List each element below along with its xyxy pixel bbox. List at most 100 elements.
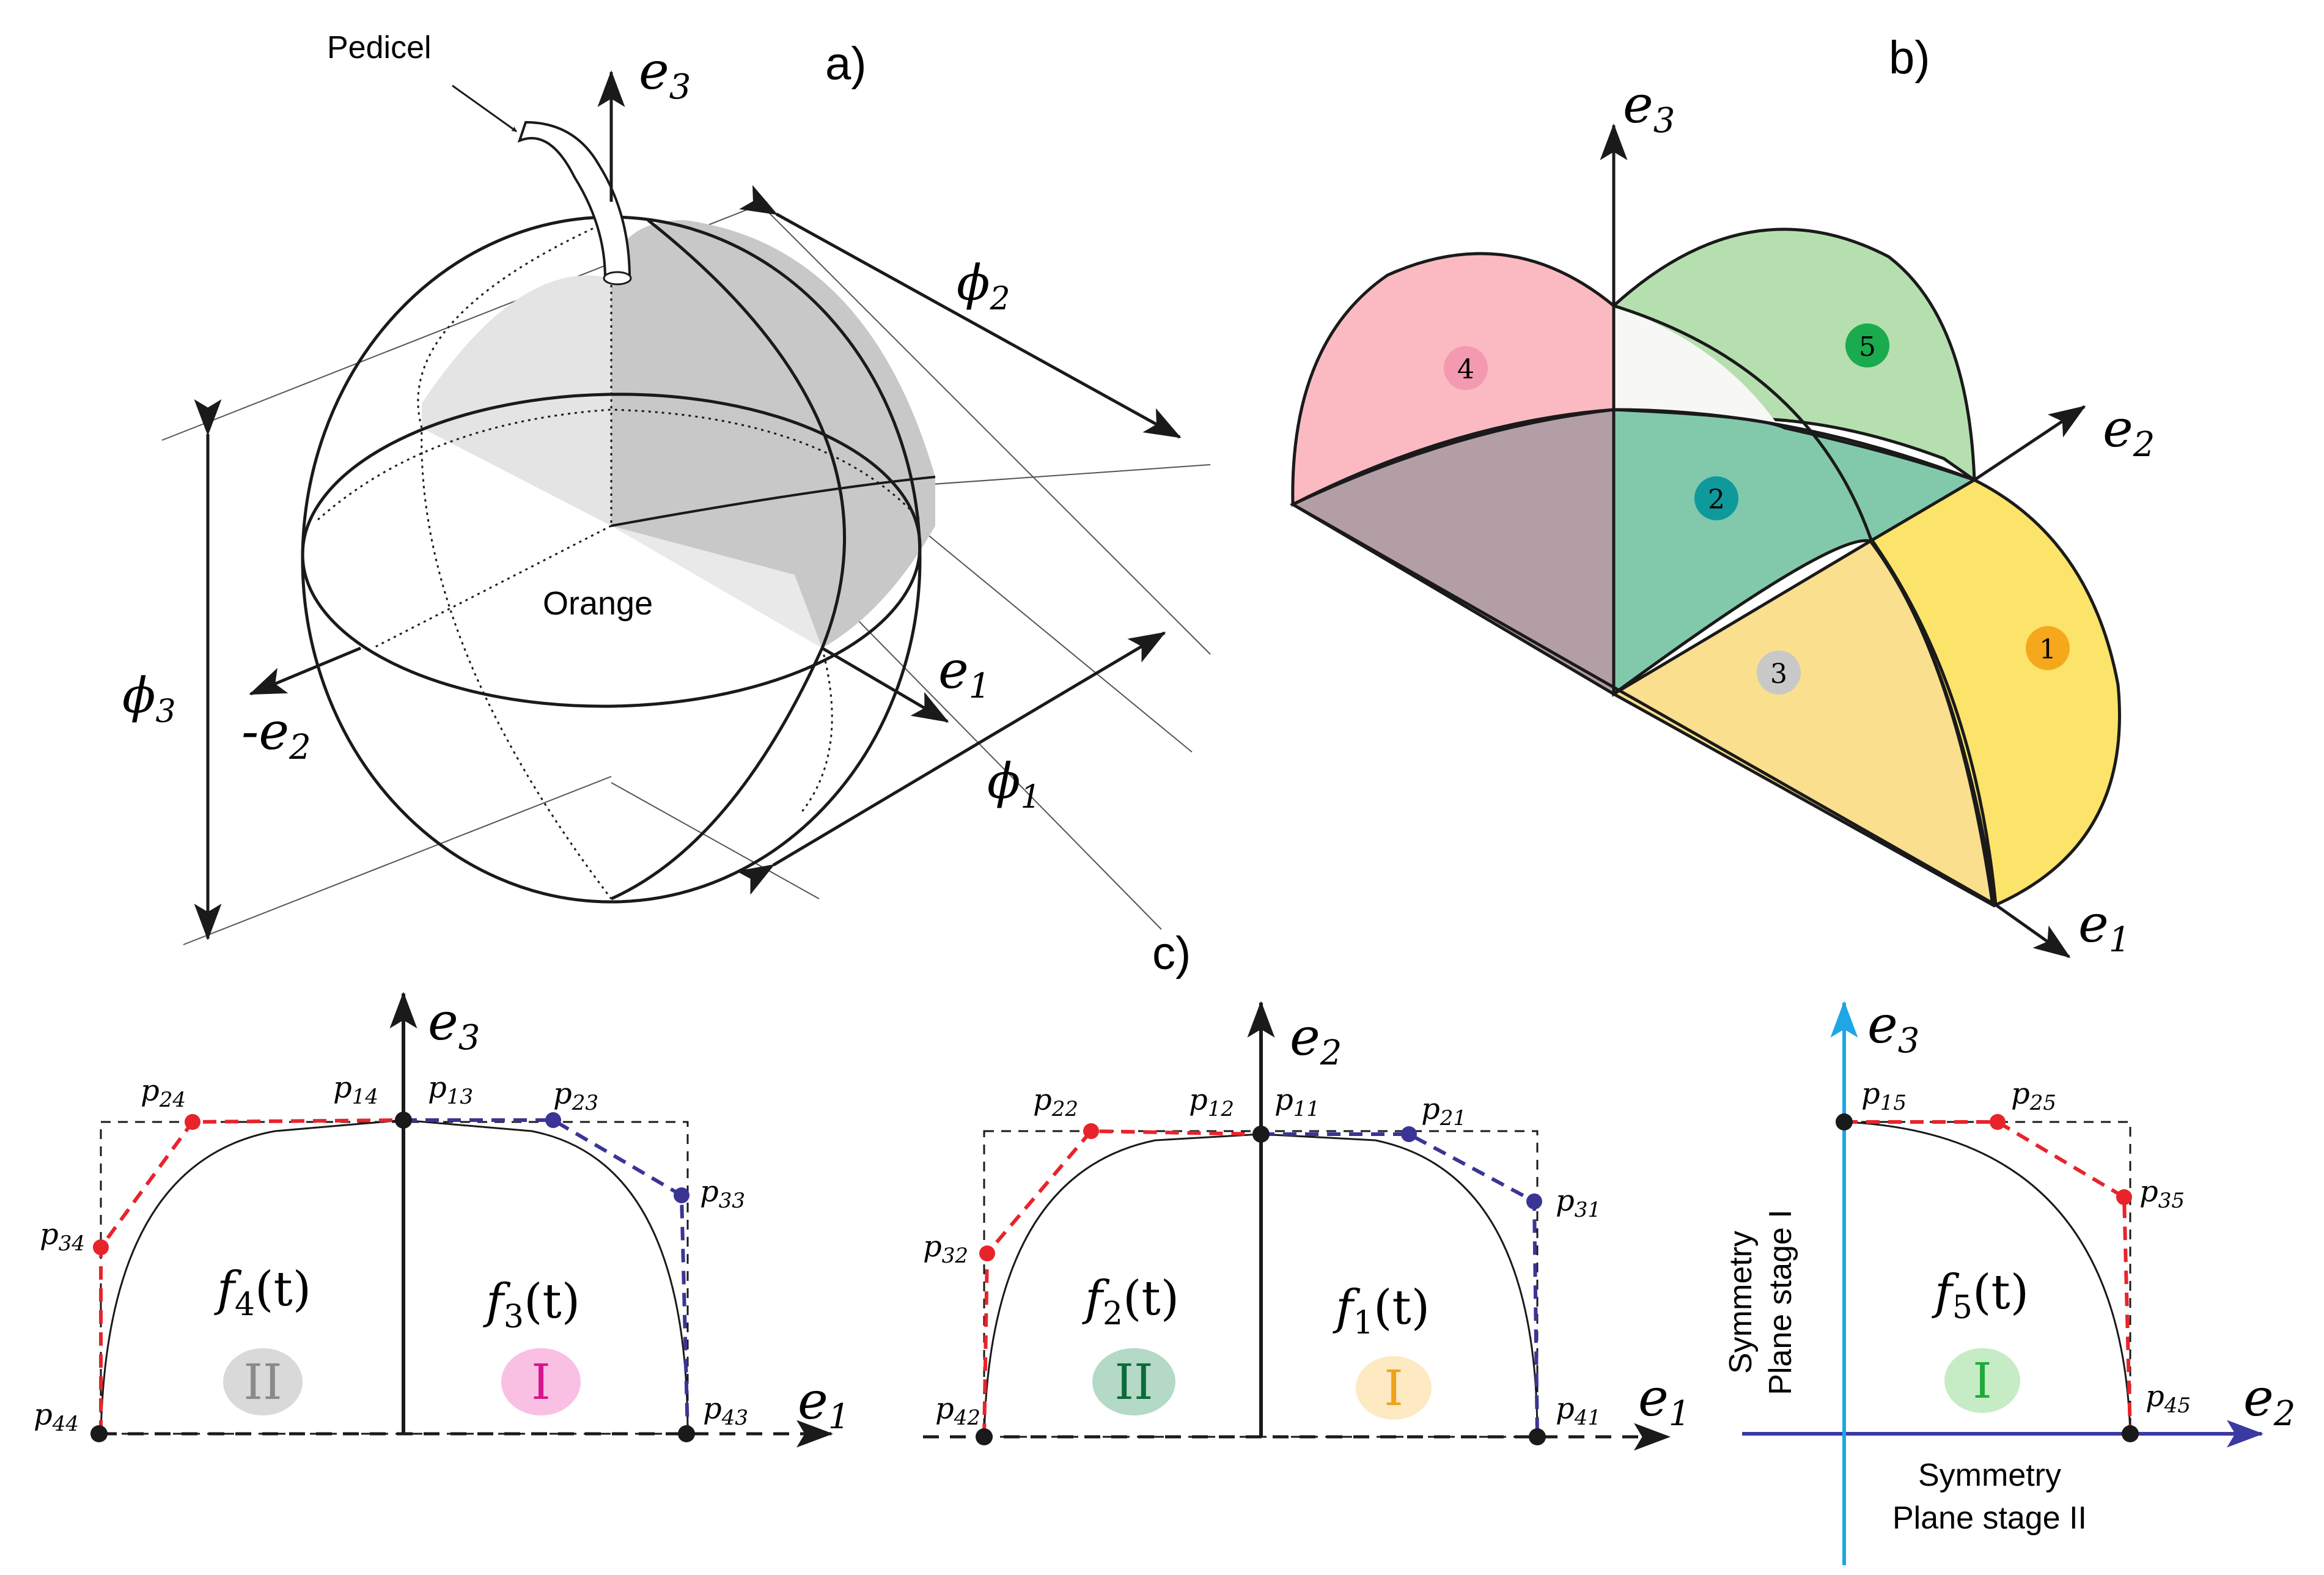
- pedicel-pointer: [452, 84, 517, 133]
- plot-2: II I f2(t) f1(t) e2 e1 p12 p11 p22 p21 p…: [923, 1001, 1691, 1451]
- svg-text:f5(t): f5(t): [1932, 1265, 2029, 1326]
- marker-3: [1757, 651, 1801, 695]
- plot2-stage-right: I: [1384, 1360, 1403, 1417]
- axis-a-e1: [821, 646, 949, 723]
- plot2-stage-right-badge: [1356, 1356, 1432, 1420]
- svg-text:e1: e1: [798, 1371, 850, 1437]
- phi1-sub: 1: [1021, 779, 1041, 816]
- plot1-stage-left: II: [243, 1354, 282, 1411]
- plot2-stage-left-badge: [1092, 1348, 1175, 1415]
- orange-label: Orange: [543, 585, 653, 622]
- p12-sub: 12: [1208, 1097, 1234, 1121]
- p42-sub: 42: [954, 1406, 980, 1430]
- axis-b-e1: [1995, 903, 2071, 959]
- plot3-f-arg: (t): [1973, 1265, 2029, 1320]
- plot1-axis-v-label: e: [428, 992, 458, 1052]
- svg-text:p25: p25: [2011, 1077, 2056, 1115]
- shade-light: [422, 275, 611, 526]
- p21: p: [1421, 1092, 1440, 1126]
- plot1-fl-arg: (t): [255, 1262, 311, 1317]
- marker-1: [2026, 626, 2070, 670]
- plot3-axis-h-sub: 2: [2273, 1394, 2296, 1434]
- marker-5: [1845, 323, 1889, 367]
- a-e3: e: [639, 41, 669, 101]
- plot1-stage-left-badge: [223, 1348, 303, 1415]
- p42: p: [935, 1392, 954, 1426]
- a-neg-e2: -e: [241, 701, 289, 761]
- svg-text:p22: p22: [1033, 1083, 1078, 1121]
- svg-text:e3: e3: [639, 41, 691, 107]
- p11-sub: 11: [1293, 1097, 1320, 1121]
- p13-sub: 13: [447, 1085, 473, 1109]
- plot1-stage-right-badge: [501, 1348, 581, 1415]
- p15: p: [1861, 1077, 1880, 1111]
- p23-sub: 23: [572, 1091, 598, 1115]
- svg-text:p33: p33: [700, 1175, 745, 1213]
- svg-text:p11: p11: [1274, 1083, 1320, 1121]
- p32: p: [923, 1230, 942, 1264]
- p35: p: [2139, 1175, 2158, 1209]
- plot2-fl-sub: 2: [1103, 1296, 1123, 1332]
- p43-sub: 43: [721, 1406, 748, 1430]
- plot3-axis-v-label: e: [1867, 995, 1898, 1055]
- p41-sub: 41: [1574, 1406, 1601, 1430]
- b-e1: e: [2078, 894, 2109, 954]
- p45-sub: 45: [2164, 1393, 2191, 1418]
- p11: p: [1274, 1083, 1293, 1117]
- region-5: [1612, 227, 1976, 483]
- svg-text:p42: p42: [935, 1392, 980, 1430]
- b-e2-sub: 2: [2133, 425, 2155, 465]
- p14-sub: 14: [352, 1085, 378, 1109]
- p43: p: [703, 1392, 722, 1426]
- plot1-axis-h-sub: 1: [828, 1397, 850, 1437]
- marker-4: [1444, 346, 1488, 390]
- svg-text:p23: p23: [553, 1077, 598, 1115]
- p12: p: [1189, 1083, 1208, 1117]
- panel-c-label: c): [1152, 928, 1191, 979]
- plot2-axis-h-sub: 1: [1669, 1394, 1691, 1434]
- plot2-axis-v-sub: 2: [1320, 1033, 1342, 1073]
- svg-text:f4(t): f4(t): [214, 1262, 311, 1323]
- svg-text:p44: p44: [34, 1398, 79, 1436]
- a-e1: e: [938, 640, 969, 700]
- phi3-sub: 3: [156, 693, 176, 730]
- p23: p: [553, 1077, 572, 1111]
- region-1: [1868, 478, 2121, 907]
- p22-sub: 22: [1051, 1097, 1078, 1121]
- plot1-axis-h-label: e: [798, 1371, 828, 1431]
- svg-text:f1(t): f1(t): [1333, 1280, 1430, 1341]
- svg-text:p32: p32: [923, 1230, 968, 1268]
- svg-text:e2: e2: [1290, 1007, 1342, 1073]
- p33-sub: 33: [719, 1189, 745, 1213]
- dim-phi1: [736, 631, 1166, 895]
- plot1-fr-arg: (t): [524, 1274, 580, 1329]
- marker-5-num: 5: [1859, 331, 1876, 363]
- plot-1: II I f4(t) f3(t) e3 e1 p14 p13 p24 p23 p…: [34, 992, 850, 1448]
- sym2-line1: Symmetry: [1918, 1458, 2061, 1493]
- marker-2-num: 2: [1708, 484, 1725, 515]
- svg-text:e1: e1: [938, 640, 990, 706]
- p24: p: [141, 1074, 160, 1108]
- pedicel-label: Pedicel: [327, 30, 432, 65]
- phi2-label: ϕ: [957, 254, 990, 311]
- p13: p: [428, 1071, 447, 1105]
- plot1-stage-right: I: [531, 1354, 551, 1411]
- svg-text:f2(t): f2(t): [1082, 1271, 1179, 1332]
- plot2-fr-sub: 1: [1353, 1305, 1373, 1341]
- b-e2: e: [2103, 399, 2133, 459]
- sym2-line2: Plane stage II: [1892, 1500, 2087, 1536]
- plot3-stage-badge: [1944, 1348, 2020, 1413]
- svg-text:e3: e3: [1867, 995, 1919, 1061]
- p35-sub: 35: [2158, 1189, 2185, 1213]
- plot3-stage: I: [1973, 1352, 1992, 1409]
- phi3-label: ϕ: [122, 667, 156, 724]
- plot1-fr-sub: 3: [504, 1299, 524, 1335]
- p34: p: [40, 1217, 59, 1252]
- svg-text:e2: e2: [2103, 399, 2155, 465]
- panel-a-label: a): [825, 38, 867, 90]
- plot1-axis-v-sub: 3: [458, 1018, 480, 1058]
- p41: p: [1556, 1392, 1575, 1426]
- svg-text:p24: p24: [141, 1074, 186, 1112]
- svg-text:p45: p45: [2146, 1379, 2191, 1418]
